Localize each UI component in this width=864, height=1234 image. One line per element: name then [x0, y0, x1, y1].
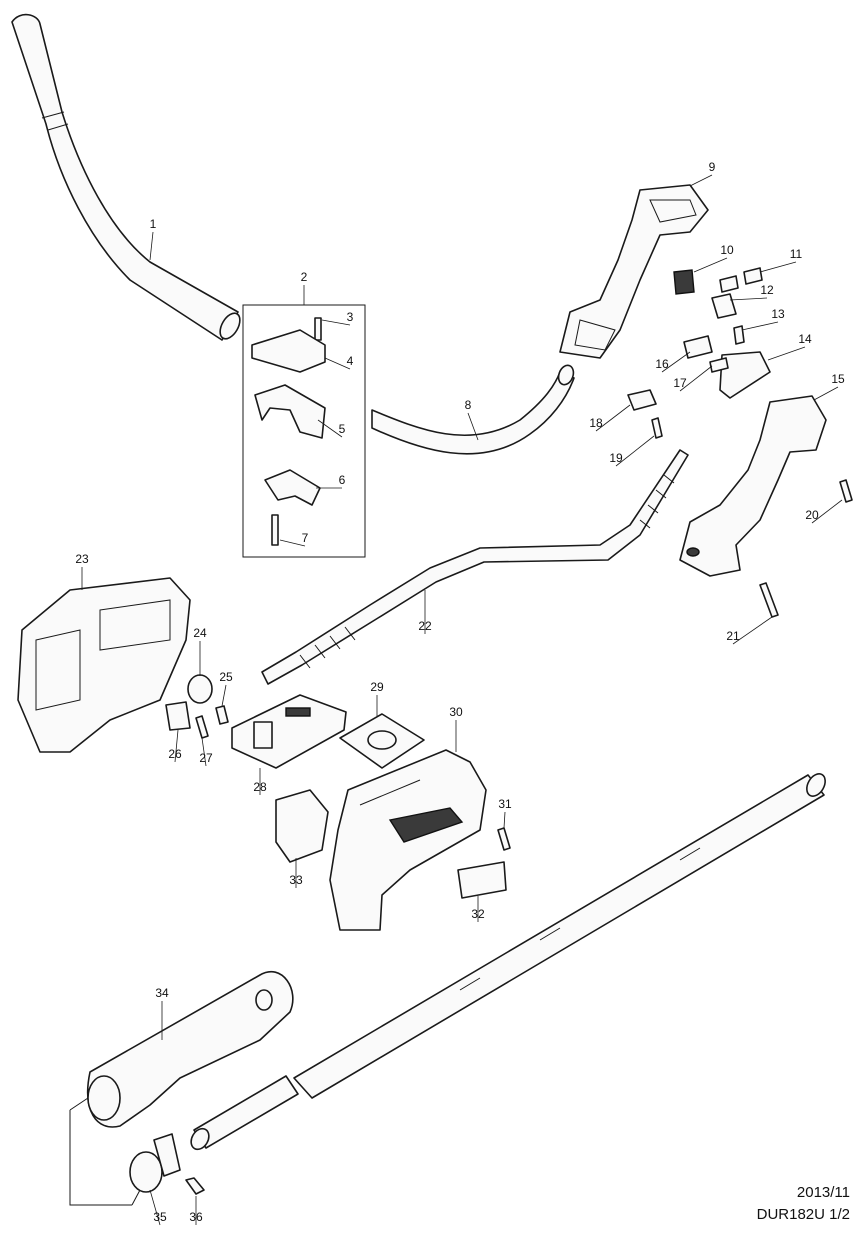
diagram-model-page: DUR182U 1/2	[756, 1206, 850, 1223]
part-number-23: 23	[75, 552, 89, 566]
part-number-14: 14	[798, 332, 812, 346]
leader-line-26	[174, 729, 179, 763]
part-number-6: 6	[339, 473, 346, 487]
main-shaft	[293, 773, 826, 1099]
part-number-7: 7	[302, 531, 309, 545]
part-30-cover	[329, 749, 487, 931]
part-number-30: 30	[449, 705, 463, 719]
leader-line-1	[149, 231, 154, 261]
part-number-2: 2	[301, 270, 308, 284]
part-15-rear-handle	[679, 395, 827, 577]
part-number-29: 29	[370, 680, 384, 694]
part-number-8: 8	[465, 398, 472, 412]
inner-tube	[190, 1075, 299, 1151]
diagram-date: 2013/11	[796, 1184, 850, 1201]
part-number-35: 35	[153, 1210, 167, 1224]
part-number-20: 20	[805, 508, 819, 522]
part-23-housing	[17, 577, 191, 753]
leader-line-14	[767, 346, 806, 361]
parts-31-33	[275, 789, 511, 899]
part-number-17: 17	[673, 376, 687, 390]
part-8-bent-tube	[371, 364, 575, 455]
part-number-33: 33	[289, 873, 303, 887]
part-number-32: 32	[471, 907, 485, 921]
part-number-18: 18	[589, 416, 603, 430]
leader-line-21	[732, 616, 773, 645]
part-number-31: 31	[498, 797, 512, 811]
part-number-13: 13	[771, 307, 785, 321]
leader-line-4	[324, 357, 351, 370]
part-number-16: 16	[655, 357, 669, 371]
part-1-curved-grip	[11, 13, 241, 341]
leader-line-25	[221, 684, 227, 707]
part-number-5: 5	[339, 422, 346, 436]
part-28-controller	[231, 694, 347, 769]
screws-20-21	[759, 479, 853, 618]
part-9-handle-housing	[559, 184, 709, 359]
trigger-switch-components	[627, 267, 771, 439]
leader-line-5	[317, 419, 343, 438]
part-number-11: 11	[790, 247, 803, 261]
part-number-26: 26	[168, 747, 182, 761]
part-number-1: 1	[150, 217, 157, 231]
leader-line-8	[467, 412, 479, 441]
part-number-28: 28	[253, 780, 267, 794]
leader-line-27	[201, 737, 207, 767]
leader-line-15	[813, 386, 839, 401]
leader-line-17	[679, 365, 713, 392]
leader-line-19	[615, 435, 655, 467]
part-number-15: 15	[831, 372, 845, 386]
part-number-25: 25	[219, 670, 233, 684]
part-29-pad	[339, 713, 425, 769]
part-number-19: 19	[609, 451, 623, 465]
part-2-clamp-kit	[242, 304, 366, 558]
leader-line-9	[689, 174, 713, 187]
leader-line-18	[595, 404, 631, 432]
leader-line-10	[693, 257, 728, 273]
part-number-27: 27	[199, 751, 213, 765]
part-number-9: 9	[709, 160, 716, 174]
leader-line-3	[321, 319, 351, 326]
leader-line-31	[503, 811, 506, 829]
part-number-12: 12	[760, 283, 774, 297]
part-22-bent-shaft	[261, 449, 689, 685]
parts-35-36	[69, 1097, 205, 1206]
leader-line-11	[759, 261, 797, 273]
part-number-10: 10	[720, 243, 734, 257]
part-number-34: 34	[155, 986, 169, 1000]
part-number-4: 4	[347, 354, 354, 368]
part-number-3: 3	[347, 310, 354, 324]
part-number-24: 24	[193, 626, 207, 640]
leader-line-20	[811, 499, 843, 524]
leader-line-12	[729, 297, 768, 301]
leader-line-35	[149, 1189, 161, 1226]
part-number-21: 21	[726, 629, 740, 643]
leader-line-13	[741, 321, 779, 331]
part-number-36: 36	[189, 1210, 203, 1224]
leader-line-16	[661, 351, 691, 373]
part-number-22: 22	[418, 619, 432, 633]
leader-line-7	[279, 539, 306, 547]
parts-24-27	[165, 674, 229, 739]
